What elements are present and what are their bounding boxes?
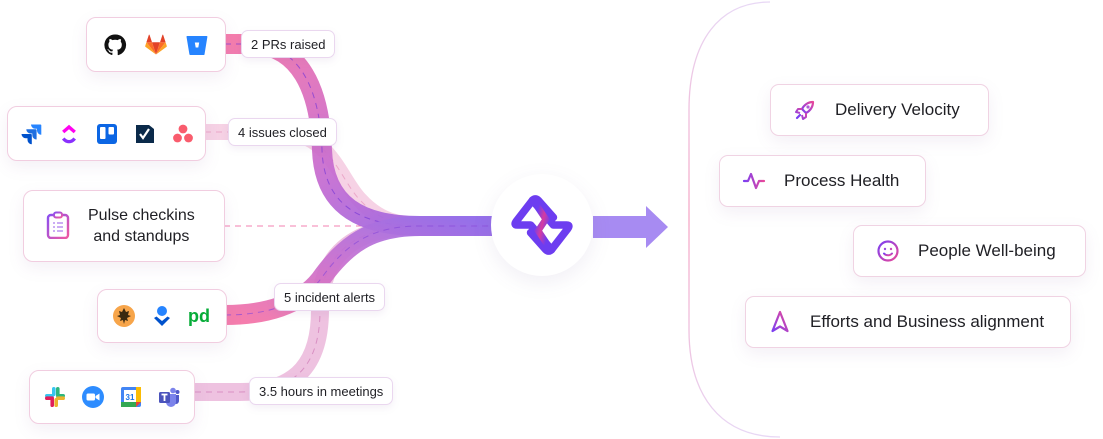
outcome-delivery-velocity: Delivery Velocity — [770, 84, 989, 136]
source-card-issue-trackers — [7, 106, 206, 161]
svg-text:31: 31 — [126, 393, 135, 402]
source-card-meeting-tools: 31 — [29, 370, 195, 424]
github-icon — [103, 32, 128, 58]
metric-prs-raised: 2 PRs raised — [241, 30, 336, 58]
zoom-icon — [81, 384, 105, 410]
google-calendar-icon: 31 — [119, 384, 143, 410]
azure-boards-icon — [133, 121, 157, 147]
bitbucket-icon — [184, 32, 209, 58]
clipboard-icon — [46, 211, 72, 241]
navigation-arrow-icon — [768, 310, 792, 334]
output-arrow — [593, 206, 668, 248]
svg-text:pd: pd — [188, 306, 210, 326]
pagerduty-icon: pd — [188, 303, 212, 329]
teams-icon — [157, 384, 181, 410]
jira-icon — [19, 121, 43, 147]
opsgenie-person-icon — [150, 303, 174, 329]
hub-logo — [491, 174, 593, 276]
outcome-people-wellbeing: People Well-being — [853, 225, 1086, 277]
pulse-line-icon — [742, 169, 766, 193]
pulse-label: Pulse checkins and standups — [88, 207, 195, 245]
metric-incident-alerts: 5 incident alerts — [274, 283, 386, 311]
outcome-label: People Well-being — [918, 241, 1056, 260]
source-card-pulse-checkins: Pulse checkins and standups — [23, 190, 225, 262]
rocket-icon — [793, 98, 817, 122]
source-card-code-hosting — [86, 17, 226, 72]
opsgenie-icon — [112, 303, 136, 329]
outcomes-container-arc — [688, 1, 781, 438]
slack-icon — [43, 384, 67, 410]
trello-icon — [95, 121, 119, 147]
source-card-incident-tools: pd — [97, 289, 227, 343]
asana-icon — [171, 121, 195, 147]
outcome-label: Process Health — [784, 171, 900, 190]
outcome-label: Efforts and Business alignment — [810, 312, 1045, 331]
smile-icon — [876, 239, 900, 263]
outcome-business-alignment: Efforts and Business alignment — [745, 296, 1071, 348]
clickup-icon — [57, 121, 81, 147]
gitlab-icon — [144, 32, 169, 58]
outcome-label: Delivery Velocity — [835, 100, 960, 119]
metric-meeting-hours: 3.5 hours in meetings — [249, 377, 394, 405]
metric-issues-closed: 4 issues closed — [228, 118, 337, 146]
outcome-process-health: Process Health — [719, 155, 926, 207]
hivel-logo-icon — [511, 195, 573, 255]
